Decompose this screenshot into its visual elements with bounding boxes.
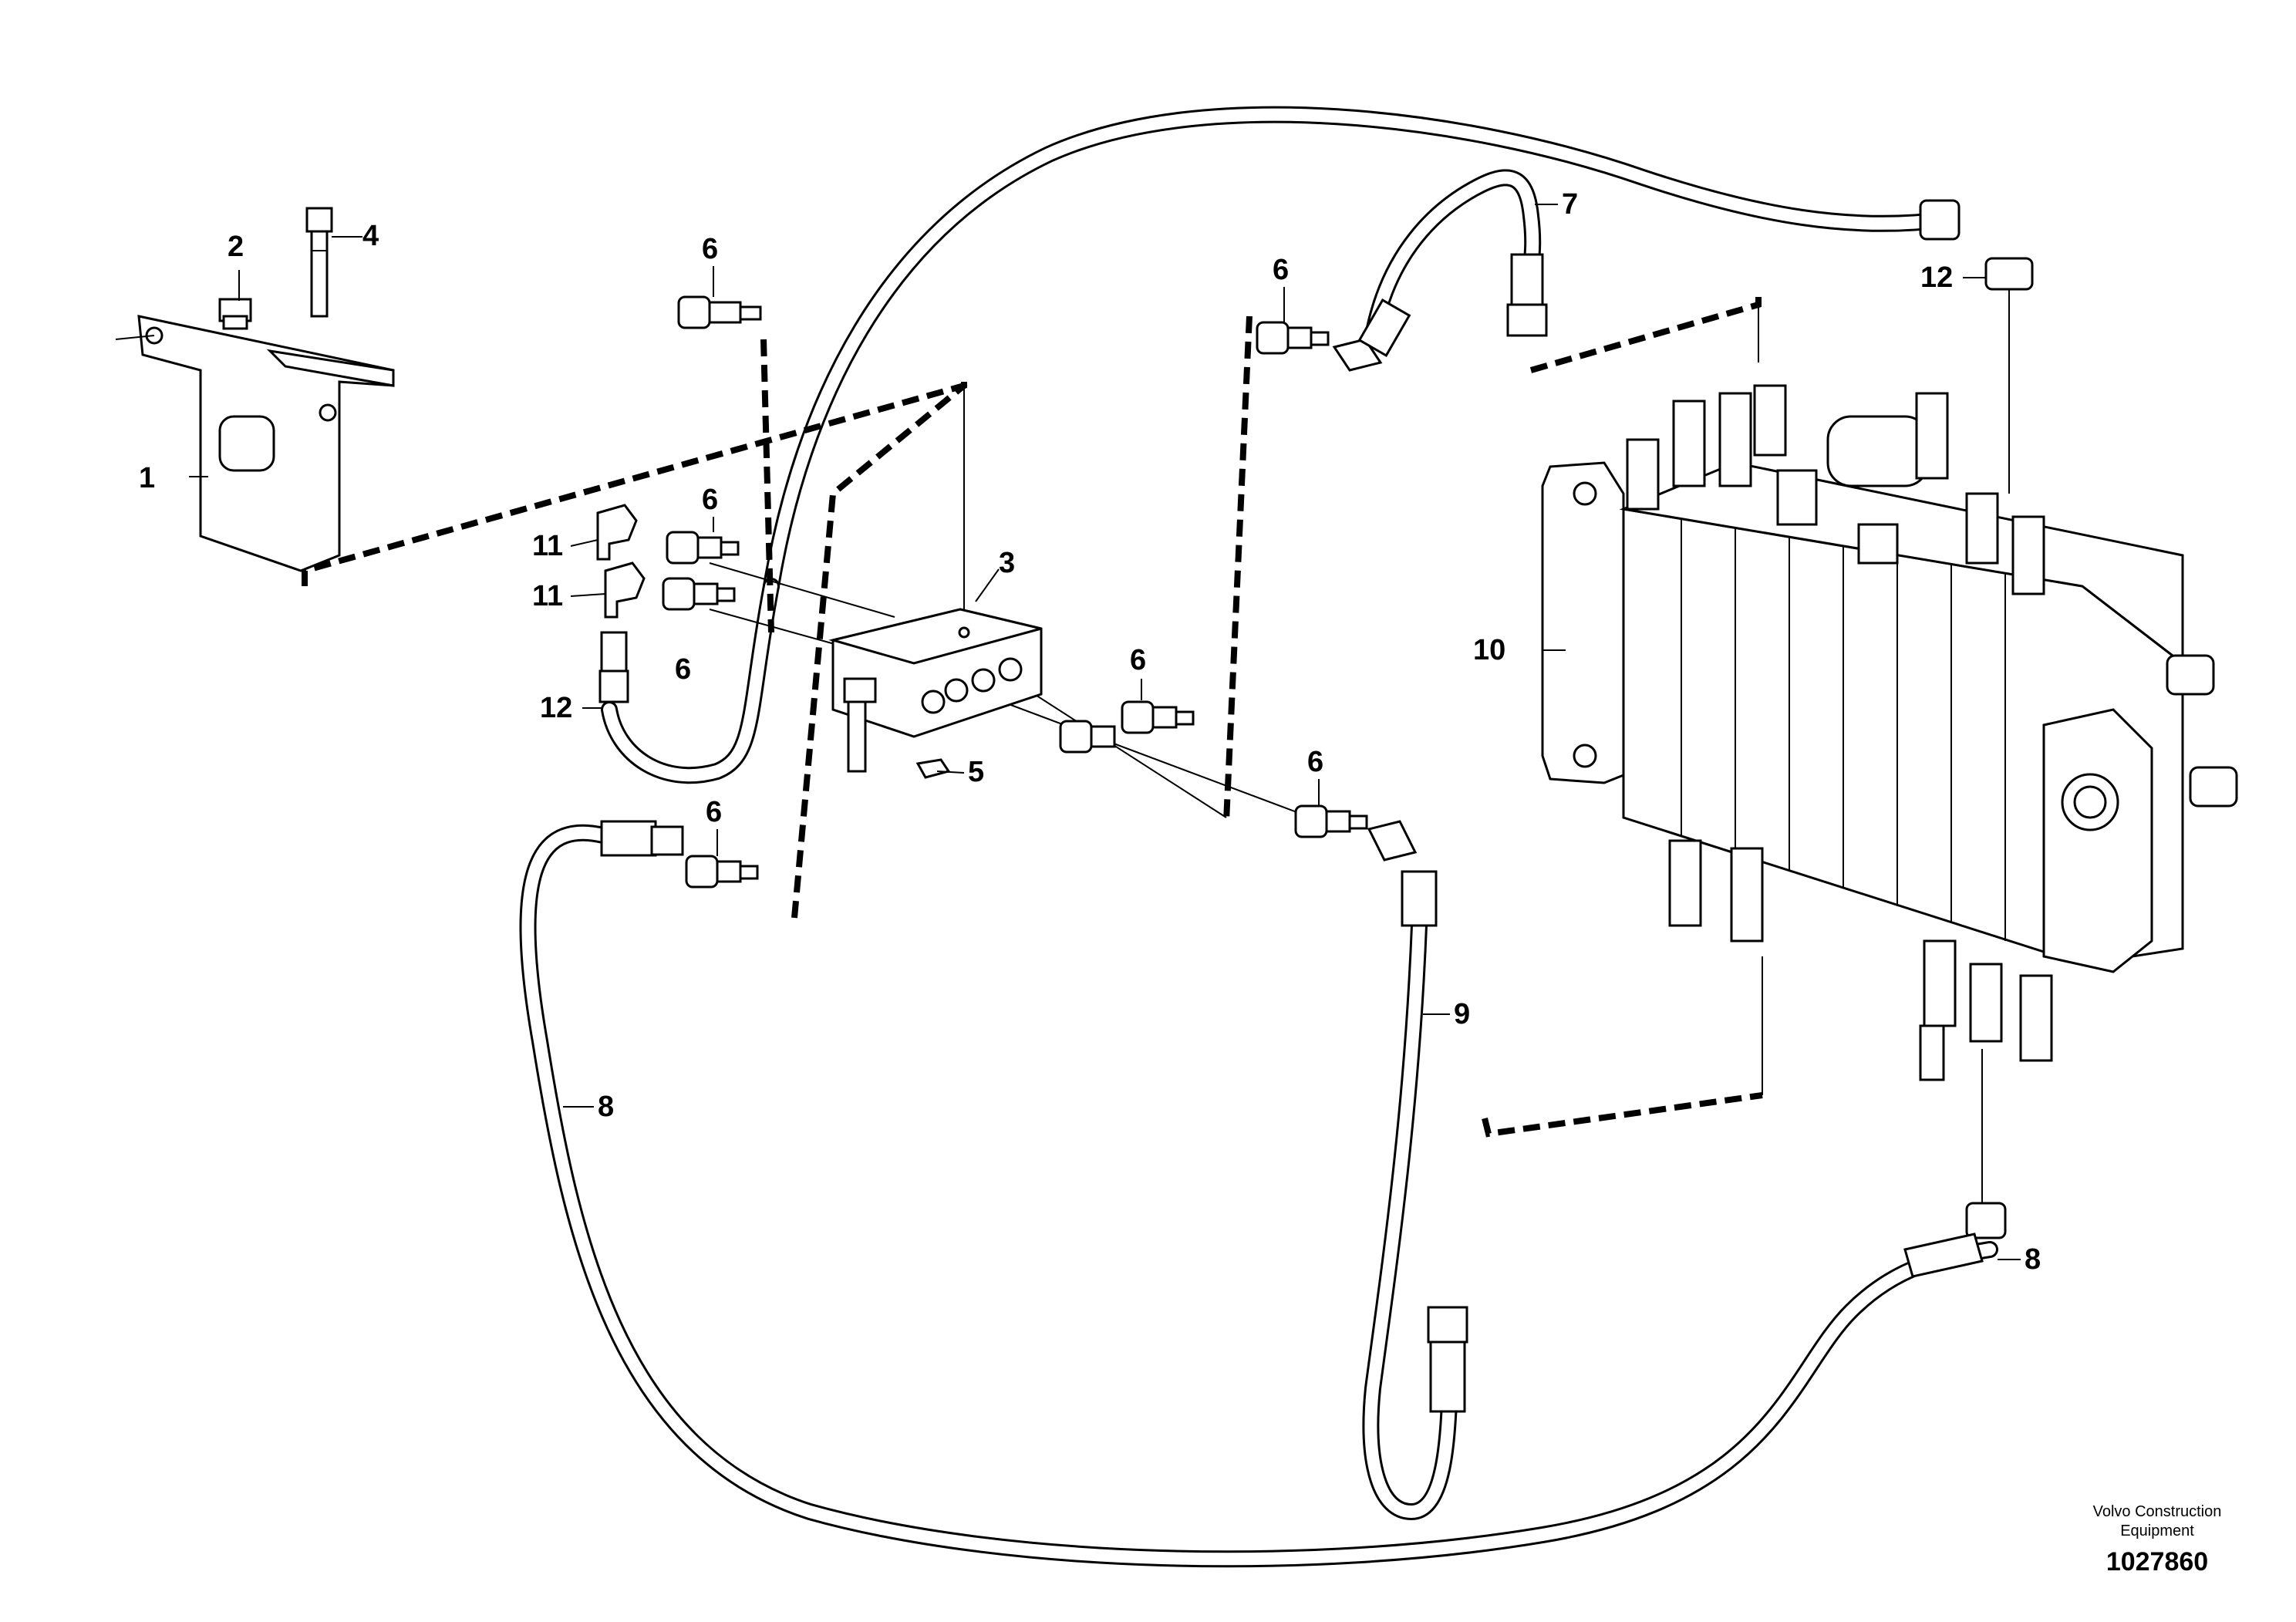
bracket-part-1 [115, 315, 395, 572]
callout-labels: 1 2 3 4 5 6 6 6 6 6 6 6 7 8 8 9 10 11 11… [139, 188, 2041, 1276]
hose-7 [1364, 169, 1542, 344]
brand-credit: Volvo Construction Equipment [2057, 1502, 2257, 1541]
distribution-block-part-3 [828, 608, 1043, 773]
elbow-fitting-part-11-b [604, 561, 646, 619]
hose-7-fittings [1357, 253, 1548, 358]
nipple-fitting-part-6-g [600, 820, 759, 889]
brand-line-2: Equipment [2120, 1523, 2194, 1539]
nut-part-5 [915, 758, 951, 779]
nipple-fitting-part-6-a [677, 295, 762, 329]
hose-end-part-12-a [598, 631, 629, 703]
nipple-fitting-part-6-d [1059, 700, 1195, 754]
elbow-fitting-part-11-a [596, 504, 638, 561]
screw-part-2 [218, 298, 252, 330]
brand-line-1: Volvo Construction [2092, 1503, 2222, 1520]
nipple-fitting-part-6-f [1294, 804, 1438, 927]
nipple-fitting-part-6-c [662, 577, 736, 611]
callout-6-b: 6 [702, 484, 718, 516]
callout-6-g: 6 [706, 796, 722, 828]
hose-8-right-fitting [1903, 1202, 2007, 1278]
control-valve-part-10 [1541, 384, 2238, 1081]
hose-8-lower [519, 824, 1998, 1568]
callout-2: 2 [228, 231, 244, 263]
callout-7: 7 [1562, 188, 1578, 221]
hose-9-fittings [1427, 1306, 1468, 1413]
nipple-fitting-part-6-e [1256, 321, 1383, 372]
callout-1: 1 [139, 462, 155, 494]
callout-6-f: 6 [1307, 746, 1323, 778]
hose-9 [1362, 917, 1458, 1521]
callout-9: 9 [1454, 998, 1470, 1030]
callout-6-d: 6 [1130, 644, 1146, 676]
hose-end-part-12-b [1919, 199, 2034, 291]
bolt-part-4 [305, 207, 333, 318]
callout-8-a: 8 [598, 1091, 614, 1123]
callout-12-b: 12 [1920, 261, 1953, 294]
callout-12-a: 12 [540, 692, 572, 724]
callout-6-a: 6 [702, 233, 718, 265]
document-number: 1027860 [2106, 1547, 2209, 1576]
callout-11-b: 11 [532, 580, 563, 612]
callout-5: 5 [968, 756, 984, 788]
callout-8-b: 8 [2025, 1243, 2041, 1276]
callout-10: 10 [1473, 634, 1505, 666]
callout-3: 3 [999, 547, 1015, 579]
leader-lines [189, 204, 2021, 1260]
callout-6-e: 6 [1273, 254, 1289, 286]
hose-large-loop [601, 106, 1952, 784]
nipple-fitting-part-6-b [666, 531, 740, 565]
callout-11-a: 11 [532, 530, 563, 562]
callout-4: 4 [362, 220, 379, 252]
callout-6-c: 6 [675, 653, 691, 686]
alignment-lines [709, 289, 2010, 1234]
